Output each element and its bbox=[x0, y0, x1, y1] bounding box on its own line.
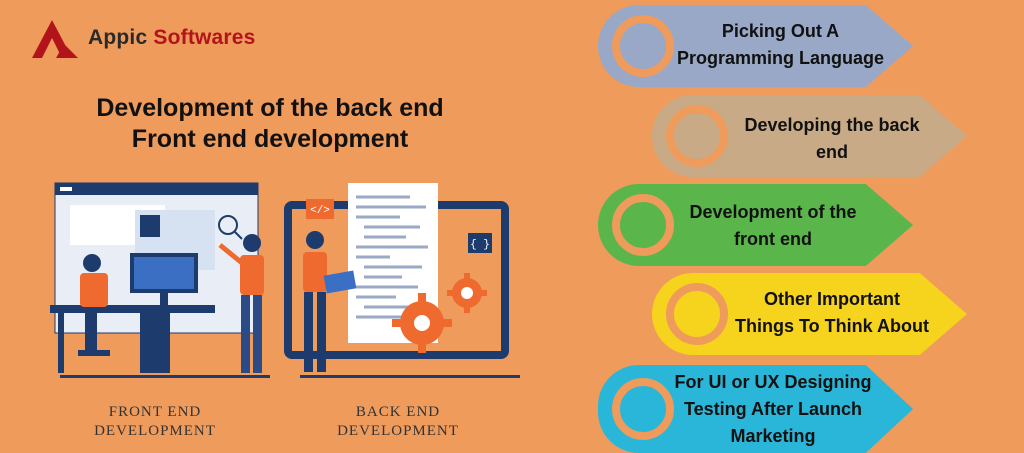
step-marker-ring bbox=[612, 378, 674, 440]
step-item-5[interactable]: For UI or UX Designing Testing After Lau… bbox=[598, 365, 913, 453]
step-label: Developing the back end bbox=[702, 112, 962, 166]
back-end-caption: BACK END DEVELOPMENT bbox=[318, 403, 478, 441]
step-label-line: Testing After Launch bbox=[683, 399, 862, 419]
step-label-line: Programming Language bbox=[676, 48, 885, 68]
code-tag-label: </> bbox=[310, 205, 330, 217]
step-label: Other Important Things To Think About bbox=[712, 286, 952, 340]
standing-designer-graphic bbox=[218, 234, 264, 373]
step-label-line: Marketing bbox=[730, 426, 816, 446]
seated-developer-graphic bbox=[78, 254, 110, 356]
step-marker-ring bbox=[666, 283, 728, 345]
appic-logo-icon bbox=[32, 20, 78, 58]
step-label: Picking Out A Programming Language bbox=[648, 18, 913, 72]
brand-name-part2: Softwares bbox=[153, 26, 256, 49]
backend-developer-graphic bbox=[303, 231, 357, 372]
desk-workstation-graphic bbox=[50, 253, 215, 373]
development-illustration: </> { } bbox=[50, 182, 520, 378]
step-item-3[interactable]: Development of the front end bbox=[598, 184, 913, 266]
headline-line2: Front end development bbox=[131, 125, 409, 153]
step-label-line: front end bbox=[734, 229, 812, 249]
step-label-line: Things To Think About bbox=[735, 316, 929, 336]
brand-logo[interactable]: Appic Softwares bbox=[26, 14, 256, 62]
back-caption-line2: DEVELOPMENT bbox=[337, 423, 459, 439]
step-marker-ring bbox=[612, 15, 674, 77]
page-headline: Development of the back end Front end de… bbox=[55, 93, 485, 155]
step-label-line: Picking Out A bbox=[721, 21, 840, 41]
front-end-caption: FRONT END DEVELOPMENT bbox=[75, 403, 235, 441]
front-caption-line2: DEVELOPMENT bbox=[94, 423, 216, 439]
front-caption-line1: FRONT END bbox=[108, 404, 202, 420]
step-marker-ring bbox=[666, 105, 728, 167]
step-item-2[interactable]: Developing the back end bbox=[652, 95, 967, 177]
back-caption-line1: BACK END bbox=[355, 404, 441, 420]
brand-name: Appic Softwares bbox=[88, 26, 256, 50]
gears-graphic bbox=[392, 273, 487, 353]
step-label-line: Development of the bbox=[689, 202, 857, 222]
step-marker-ring bbox=[612, 194, 674, 256]
step-label: For UI or UX Designing Testing After Lau… bbox=[653, 369, 893, 450]
step-label-line: Developing the back bbox=[744, 115, 920, 135]
step-label-line: For UI or UX Designing bbox=[674, 372, 872, 392]
step-item-1[interactable]: Picking Out A Programming Language bbox=[598, 5, 913, 87]
step-label-line: end bbox=[815, 142, 848, 162]
step-label: Development of the front end bbox=[653, 199, 893, 253]
brace-tag-label: { } bbox=[470, 239, 490, 251]
step-label-line: Other Important bbox=[763, 289, 900, 309]
step-item-4[interactable]: Other Important Things To Think About bbox=[652, 273, 967, 355]
brand-name-part1: Appic bbox=[88, 26, 148, 49]
headline-line1: Development of the back end bbox=[96, 94, 444, 122]
